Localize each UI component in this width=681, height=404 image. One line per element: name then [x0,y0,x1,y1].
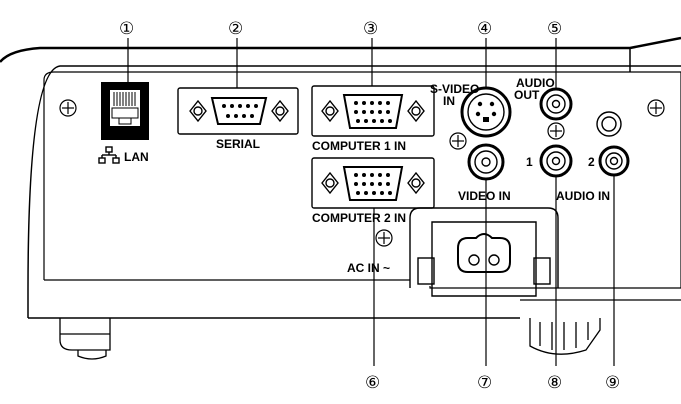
lan-port [101,82,149,140]
callout-5: ⑤ [547,19,562,38]
audio-out-line-2: OUT [514,88,540,102]
callout-7: ⑦ [477,373,492,392]
computer-1-in-label: COMPUTER 1 IN [312,139,406,153]
screw-mark-svideo [449,132,467,150]
audio-in-2-label: 2 [588,155,595,169]
callout-6: ⑥ [365,373,380,392]
svideo-label-line-1: S-VIDEO [430,82,479,96]
computer-2-in-port [311,157,435,209]
callout-1: ① [119,19,134,38]
projector-feet [59,318,601,360]
screw-mark-audio [547,122,565,140]
video-in-port [467,143,505,181]
audio-in-1-label: 1 [526,155,533,169]
lan-label: LAN [124,150,149,164]
callout-3: ③ [363,19,378,38]
callout-8: ⑧ [547,373,562,392]
callout-9: ⑨ [605,373,620,392]
round-jack [596,111,622,137]
audio-in-1-port [539,144,573,178]
screw-mark-center [375,229,393,247]
audio-in-label: AUDIO IN [556,189,610,203]
serial-label: SERIAL [216,137,260,151]
callout-2: ② [228,19,243,38]
audio-in-2-port [598,145,630,177]
callout-4: ④ [477,19,492,38]
computer-1-in-port [311,85,435,137]
screw-mark-left [59,99,77,117]
callout-leader-lines [127,38,615,366]
svideo-port [460,86,512,138]
projector-body [0,36,681,319]
network-icon [98,146,120,164]
screw-mark-right [647,99,665,117]
ac-in-socket [409,207,559,297]
audio-out-line-1: AUDIO [516,76,555,90]
computer-2-in-label: COMPUTER 2 IN [312,211,406,225]
serial-port [177,87,299,135]
ac-in-label: AC IN ~ [347,261,390,275]
audio-out-port [539,87,573,121]
svideo-label-line-2: IN [443,94,455,108]
video-in-label: VIDEO IN [458,189,511,203]
